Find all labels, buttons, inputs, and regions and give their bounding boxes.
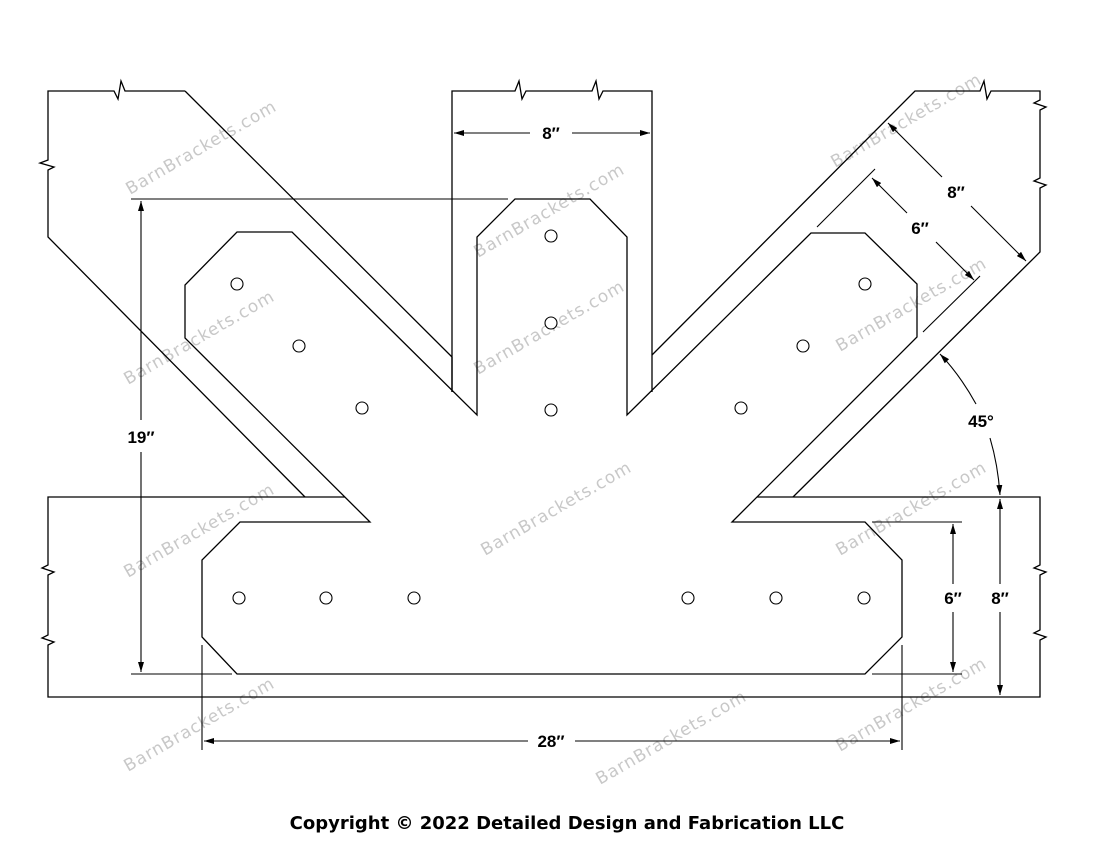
bolt-hole <box>796 339 810 353</box>
bracket-plate-outline <box>184 198 918 675</box>
brace-plate-extension <box>922 275 981 333</box>
bolt-hole <box>544 229 558 243</box>
dimension-lines <box>131 122 1040 750</box>
bolt-hole <box>734 401 748 415</box>
angle-arc <box>939 353 977 405</box>
watermarks: BarnBrackets.com BarnBrackets.com BarnBr… <box>121 70 991 790</box>
bolt-hole <box>858 277 872 291</box>
watermark: BarnBrackets.com <box>478 458 636 561</box>
horizontal-beam-timber <box>40 496 1048 698</box>
brace-width-dimension-line <box>970 205 1027 262</box>
watermark: BarnBrackets.com <box>828 70 986 173</box>
bolt-hole <box>681 591 695 605</box>
watermark: BarnBrackets.com <box>121 674 279 777</box>
brace-width-label: 8″ <box>947 183 965 202</box>
bolt-hole <box>319 591 333 605</box>
length-label: 28″ <box>537 732 564 751</box>
watermark: BarnBrackets.com <box>121 287 279 390</box>
copyright-text: Copyright © 2022 Detailed Design and Fab… <box>290 813 845 834</box>
height-label: 19″ <box>127 428 154 447</box>
left-brace-timber <box>37 78 453 498</box>
brace-width-dimension-line <box>887 122 943 178</box>
dimension-labels: 8″ 19″ 28″ 6″ 8″ 8″ 6″ 45° <box>127 124 1008 751</box>
watermark: BarnBrackets.com <box>833 458 991 561</box>
timbers <box>37 78 1048 698</box>
plate-height-label: 6″ <box>944 589 962 608</box>
bolt-hole <box>232 591 246 605</box>
watermark: BarnBrackets.com <box>593 687 751 790</box>
bolt-hole <box>544 403 558 417</box>
bolt-hole <box>857 591 871 605</box>
watermark: BarnBrackets.com <box>833 254 991 357</box>
post-width-label: 8″ <box>542 124 560 143</box>
watermark: BarnBrackets.com <box>121 480 279 583</box>
brace-plate-dimension-line <box>935 241 975 281</box>
bolt-hole <box>544 316 558 330</box>
brace-plate-dimension-line <box>871 177 908 214</box>
brace-plate-width-label: 6″ <box>911 219 929 238</box>
watermark: BarnBrackets.com <box>123 97 281 200</box>
bolt-hole <box>769 591 783 605</box>
right-brace-timber <box>651 78 1048 498</box>
bolt-hole <box>292 339 306 353</box>
bolt-hole <box>230 277 244 291</box>
angle-label: 45° <box>968 412 994 431</box>
bolt-hole <box>407 591 421 605</box>
watermark: BarnBrackets.com <box>471 160 629 263</box>
bolt-hole <box>355 401 369 415</box>
beam-height-label: 8″ <box>991 589 1009 608</box>
center-post-timber <box>451 78 653 392</box>
bolt-holes <box>230 229 872 605</box>
angle-arc <box>989 437 1003 496</box>
brace-plate-extension <box>816 168 876 228</box>
